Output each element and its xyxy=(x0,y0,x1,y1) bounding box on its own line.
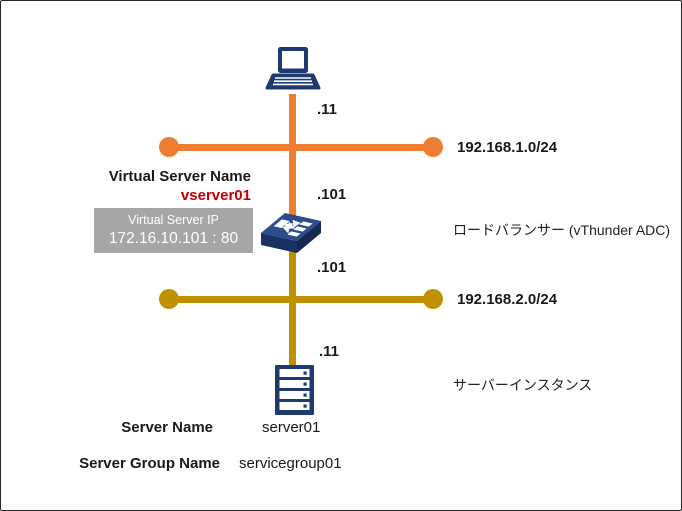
server-name-label: Server Name xyxy=(121,419,213,436)
network2-right-endpoint xyxy=(423,289,443,309)
client-laptop-icon xyxy=(265,46,321,96)
network1-line xyxy=(169,144,433,151)
network1-right-endpoint xyxy=(423,137,443,157)
network1-left-endpoint xyxy=(159,137,179,157)
server-group-name-value: servicegroup01 xyxy=(239,455,342,472)
load-balancer-icon xyxy=(257,207,323,257)
virtual-server-name-value: vserver01 xyxy=(180,187,251,204)
lb-to-server-link xyxy=(289,251,296,369)
server-instance-label: サーバーインスタンス xyxy=(453,377,593,393)
network2-line xyxy=(169,296,433,303)
client-ip-suffix-label: .11 xyxy=(317,101,338,118)
network1-cidr-label: 192.168.1.0/24 xyxy=(457,139,558,156)
virtual-server-ip-title: Virtual Server IP xyxy=(128,213,219,227)
server-name-value: server01 xyxy=(262,419,321,436)
load-balancer-label: ロードバランサー (vThunder ADC) xyxy=(453,222,671,238)
lb-upper-ip-suffix-label: .101 xyxy=(317,186,347,203)
client-to-lb-link xyxy=(289,94,296,216)
virtual-server-name-label: Virtual Server Name xyxy=(108,168,251,185)
server-icon xyxy=(275,365,314,415)
server-group-name-label: Server Group Name xyxy=(79,455,220,472)
network2-left-endpoint xyxy=(159,289,179,309)
server-ip-suffix-label: .11 xyxy=(319,343,340,360)
lb-lower-ip-suffix-label: .101 xyxy=(317,259,347,276)
virtual-server-ip-box: Virtual Server IP 172.16.10.101 : 80 xyxy=(94,208,253,253)
network2-cidr-label: 192.168.2.0/24 xyxy=(457,291,558,308)
virtual-server-ip-value: 172.16.10.101 : 80 xyxy=(108,229,239,247)
